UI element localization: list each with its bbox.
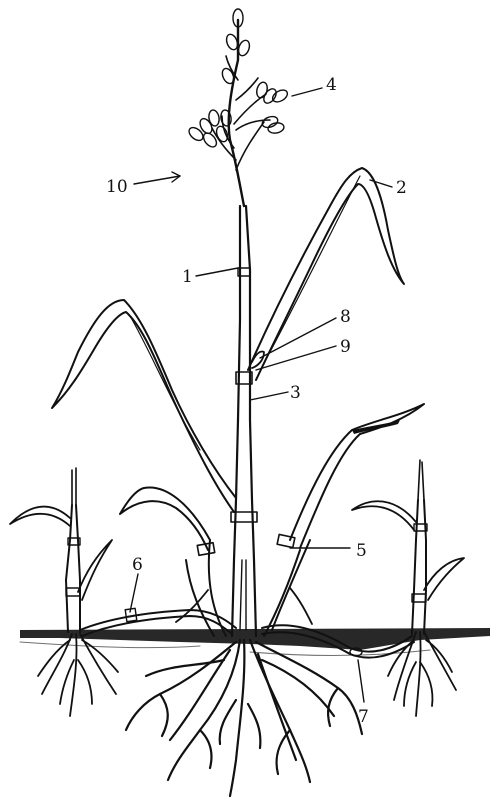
right-tiller (352, 460, 464, 634)
label-5: 5 (356, 541, 367, 561)
label-2: 2 (396, 178, 407, 198)
label-3: 3 (290, 383, 301, 403)
left-tiller-roots (38, 634, 118, 716)
label-9: 9 (340, 337, 351, 357)
lower-left-leaf (120, 487, 210, 550)
label-1: 1 (182, 267, 193, 287)
main-culm (236, 206, 252, 420)
label-6: 6 (132, 555, 143, 575)
flag-leaf (248, 168, 404, 380)
panicle (187, 9, 290, 206)
main-root-system (126, 640, 362, 796)
label-7: 7 (358, 707, 369, 727)
label-8: 8 (340, 307, 351, 327)
left-tiller (10, 468, 112, 632)
leader-lines (130, 88, 392, 702)
label-4: 4 (326, 75, 337, 95)
lower-right-leaf (290, 404, 424, 548)
upper-left-leaf (52, 300, 236, 512)
label-10: 10 (106, 177, 128, 197)
